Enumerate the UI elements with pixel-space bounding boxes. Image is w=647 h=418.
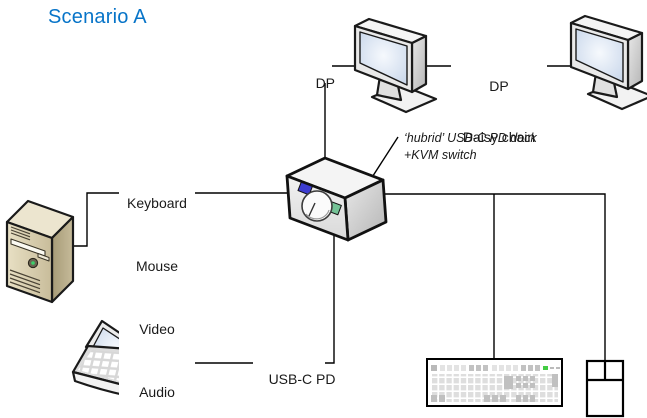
bundle-label-mouse: Mouse (135, 258, 179, 274)
kvm-bundle-label: Keyboard Mouse Video Audio (119, 151, 195, 418)
wire-laptop-to-dock (138, 234, 335, 364)
keyboard-icon (426, 358, 563, 407)
wire-dock-to-mouse (381, 193, 606, 362)
diagram-title: Scenario A (48, 6, 147, 28)
bundle-label-keyboard: Keyboard (127, 195, 187, 211)
annotation-pointer-line (368, 136, 399, 183)
usb-c-pd-label-text: USB-C PD (268, 371, 336, 387)
dp-label: DP (300, 56, 336, 110)
dp-daisy-chain-label: DP Daisy chain (451, 44, 547, 180)
dock-blue-button-icon (297, 181, 313, 196)
bundle-label-video: Video (139, 321, 175, 337)
mouse-icon (585, 359, 625, 418)
dock-annotation-line1: ‘hubrid’ USB-C PD dock (404, 131, 537, 145)
keyboard-led-icon (543, 366, 548, 370)
kvm-dock-icon (285, 156, 388, 242)
dp-label-text: DP (315, 75, 336, 91)
daisy-monitor-icon (569, 14, 647, 111)
dock-annotation-line2: +KVM switch (404, 148, 477, 162)
monitor-icon (353, 17, 438, 114)
daisy-label-line1: DP (489, 78, 509, 94)
dock-annotation: ‘hubrid’ USB-C PD dock +KVM switch (404, 130, 564, 164)
bundle-label-audio: Audio (139, 384, 175, 400)
usb-c-pd-label: USB-C PD (253, 352, 335, 406)
desktop-tower-icon (5, 199, 75, 304)
dock-knob-icon (301, 190, 333, 222)
daisy-label-line2: Daisy chain (462, 129, 536, 145)
